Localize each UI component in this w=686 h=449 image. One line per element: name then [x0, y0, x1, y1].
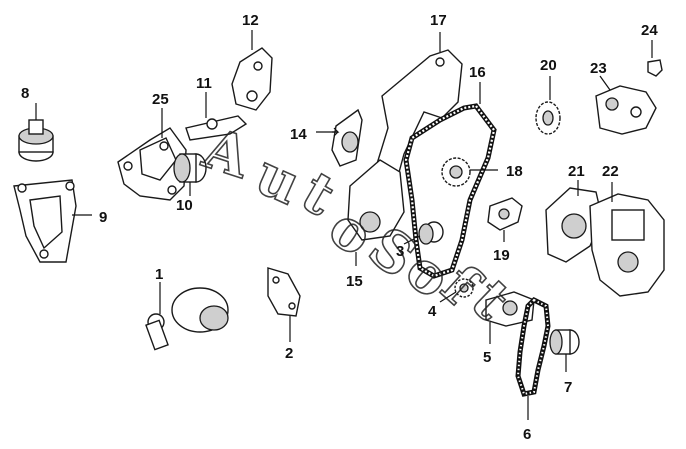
callout-8: 8	[21, 85, 29, 102]
callout-23: 23	[590, 60, 607, 77]
callout-22: 22	[602, 163, 619, 180]
callout-labels: 1 2 3 4 5 6 7 8 9 10 11 12 14 15 16 17 1…	[21, 12, 658, 443]
callout-7: 7	[564, 379, 572, 396]
part-6-drive-chain	[515, 296, 551, 420]
callout-9: 9	[99, 209, 107, 226]
part-15-inner-cover	[347, 159, 405, 266]
part-18-cam-sprocket	[441, 157, 498, 187]
callout-18: 18	[506, 163, 523, 180]
callout-5: 5	[483, 349, 491, 366]
part-14-belt-cover-half	[316, 108, 363, 167]
part-2-bracket	[267, 267, 301, 342]
part-9-mount-bracket	[13, 179, 92, 263]
part-20-sprocket	[535, 76, 561, 135]
part-7-pulley	[549, 329, 580, 372]
part-16-timing-belt	[403, 82, 497, 279]
part-12-upper-bracket	[231, 30, 273, 111]
part-5-chain-plate	[485, 291, 535, 344]
watermark-autosoft: A u t o S o f t	[194, 114, 524, 333]
callout-20: 20	[540, 57, 557, 74]
part-19-small-bracket	[487, 197, 523, 242]
part-24-bolt	[647, 40, 663, 77]
part-10-idler-roller	[173, 153, 207, 196]
part-11-tensioner-arm	[185, 92, 248, 141]
callout-25: 25	[152, 91, 169, 108]
callout-17: 17	[430, 12, 447, 29]
callout-16: 16	[469, 64, 486, 81]
callout-24: 24	[641, 22, 658, 39]
callout-12: 12	[242, 12, 259, 29]
callout-15: 15	[346, 273, 363, 290]
part-25-engine-bracket	[117, 108, 187, 201]
callout-1: 1	[155, 266, 163, 283]
callout-14: 14	[290, 126, 307, 143]
part-22-injection-pump	[589, 182, 665, 297]
callout-21: 21	[568, 163, 585, 180]
callout-10: 10	[176, 197, 193, 214]
callout-11: 11	[196, 75, 212, 92]
part-8-engine-mount	[18, 103, 54, 162]
callout-4: 4	[428, 303, 437, 320]
part-4-sprocket	[439, 278, 474, 303]
callout-3: 3	[396, 243, 404, 260]
callout-6: 6	[523, 426, 531, 443]
part-23-pump-body	[595, 75, 657, 135]
callout-2: 2	[285, 345, 293, 362]
callout-19: 19	[493, 247, 510, 264]
part-1-alternator	[145, 282, 229, 351]
